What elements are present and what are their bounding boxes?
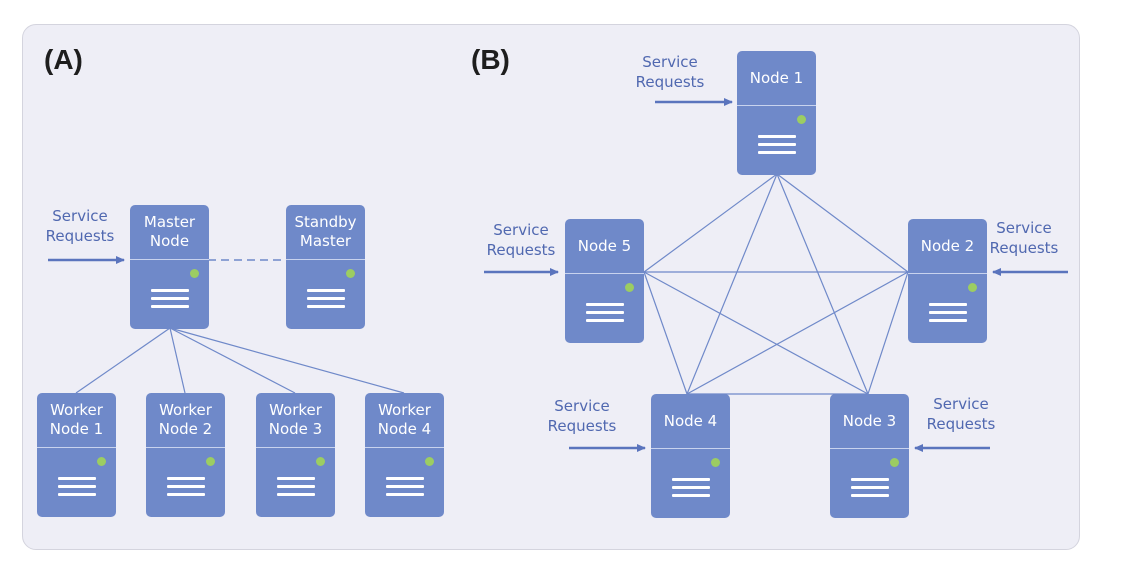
status-led-icon [97, 457, 106, 466]
worker-node-1-server: Worker Node 1 [37, 393, 116, 517]
server-label: Worker Node 3 [256, 393, 335, 448]
server-label: Master Node [130, 205, 209, 260]
worker-node-2-server: Worker Node 2 [146, 393, 225, 517]
service-requests-label: Service Requests [635, 53, 705, 91]
service-requests-label: Service Requests [926, 395, 996, 433]
node-5-server: Node 5 [565, 219, 644, 343]
status-led-icon [625, 283, 634, 292]
server-label: Node 3 [830, 394, 909, 449]
standby-master-server: Standby Master [286, 205, 365, 329]
server-label: Worker Node 1 [37, 393, 116, 448]
status-led-icon [797, 115, 806, 124]
server-label: Worker Node 4 [365, 393, 444, 448]
status-led-icon [316, 457, 325, 466]
server-label: Node 2 [908, 219, 987, 274]
server-label: Node 1 [737, 51, 816, 106]
status-led-icon [711, 458, 720, 467]
status-led-icon [425, 457, 434, 466]
status-led-icon [346, 269, 355, 278]
server-label: Worker Node 2 [146, 393, 225, 448]
server-label: Node 4 [651, 394, 730, 449]
server-label: Node 5 [565, 219, 644, 274]
master-node-server: Master Node [130, 205, 209, 329]
service-requests-label: Service Requests [45, 207, 115, 245]
node-1-server: Node 1 [737, 51, 816, 175]
mesh-lines [643, 173, 909, 395]
service-requests-label: Service Requests [486, 221, 556, 259]
worker-node-3-server: Worker Node 3 [256, 393, 335, 517]
service-requests-label: Service Requests [989, 219, 1059, 257]
node-4-server: Node 4 [651, 394, 730, 518]
node-3-server: Node 3 [830, 394, 909, 518]
status-led-icon [206, 457, 215, 466]
panel-label-a: (A) [44, 44, 83, 75]
status-led-icon [968, 283, 977, 292]
status-led-icon [190, 269, 199, 278]
node-2-server: Node 2 [908, 219, 987, 343]
status-led-icon [890, 458, 899, 467]
service-requests-label: Service Requests [547, 397, 617, 435]
server-label: Standby Master [286, 205, 365, 260]
worker-node-4-server: Worker Node 4 [365, 393, 444, 517]
panel-label-b: (B) [471, 44, 510, 75]
